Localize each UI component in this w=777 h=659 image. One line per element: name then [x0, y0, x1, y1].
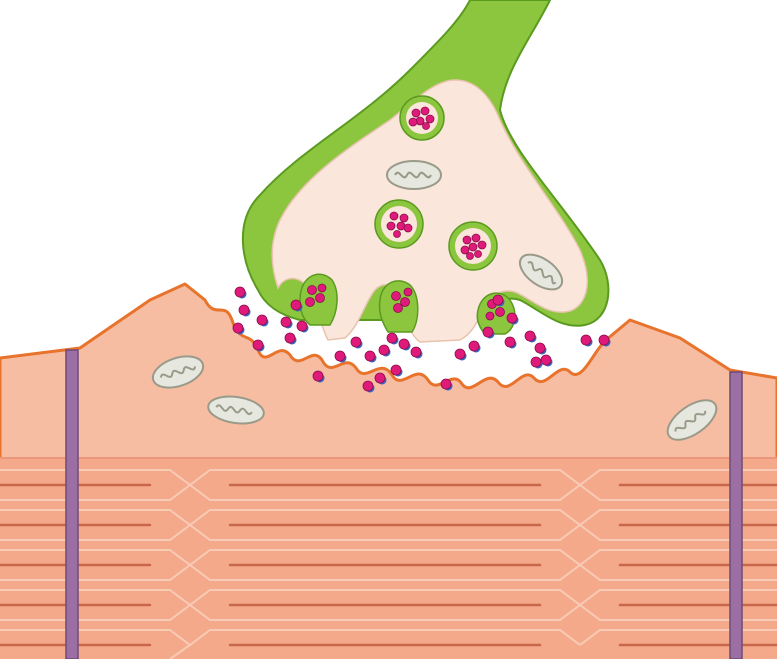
molecule-icon — [238, 304, 251, 317]
molecule-icon — [386, 332, 399, 345]
molecule-icon — [374, 372, 387, 385]
molecule-icon — [504, 336, 517, 349]
muscle-fiber — [0, 282, 777, 659]
molecule-icon — [390, 364, 403, 377]
molecule-icon — [362, 380, 375, 393]
mitochondrion-icon — [518, 253, 564, 291]
vesicle-icon — [399, 95, 445, 141]
molecule-icon — [364, 350, 377, 363]
mitochondrion-icon — [207, 395, 265, 425]
molecule-icon — [506, 312, 519, 325]
molecule-icon — [534, 342, 547, 355]
molecule-icon — [252, 339, 265, 352]
molecule-icon — [256, 314, 269, 327]
molecule-icon — [398, 338, 411, 351]
molecule-icon — [440, 378, 453, 391]
molecule-icon — [580, 334, 593, 347]
molecule-icon — [482, 326, 495, 339]
mitochondrion-icon — [151, 355, 205, 389]
molecule-icon — [350, 336, 363, 349]
mitochondrion-icon — [666, 399, 718, 441]
vesicle-icon — [448, 221, 498, 271]
axon-terminal — [241, 0, 610, 343]
molecule-icon — [284, 332, 297, 345]
molecule-icon — [296, 320, 309, 333]
molecule-icon — [454, 348, 467, 361]
molecule-icon — [378, 344, 391, 357]
molecule-icon — [334, 350, 347, 363]
molecule-icon — [530, 356, 543, 369]
molecule-icon — [280, 316, 293, 329]
myofibril-band — [0, 458, 777, 659]
docked-vesicle-contents — [305, 283, 505, 321]
molecule-icon — [290, 299, 303, 312]
sarcomere-outlines — [0, 469, 777, 659]
molecule-icon — [598, 334, 611, 347]
molecule-icon — [492, 294, 505, 307]
molecule-icon — [524, 330, 537, 343]
mitochondrion-icon — [386, 160, 442, 190]
neurotransmitter-molecules — [232, 286, 611, 393]
molecule-icon — [234, 286, 247, 299]
z-line-left — [65, 349, 79, 659]
molecule-icon — [410, 346, 423, 359]
molecule-icon — [468, 340, 481, 353]
z-line-right — [729, 371, 743, 659]
molecule-icon — [312, 370, 325, 383]
molecule-icon — [232, 322, 245, 335]
vesicle-icon — [374, 199, 424, 249]
